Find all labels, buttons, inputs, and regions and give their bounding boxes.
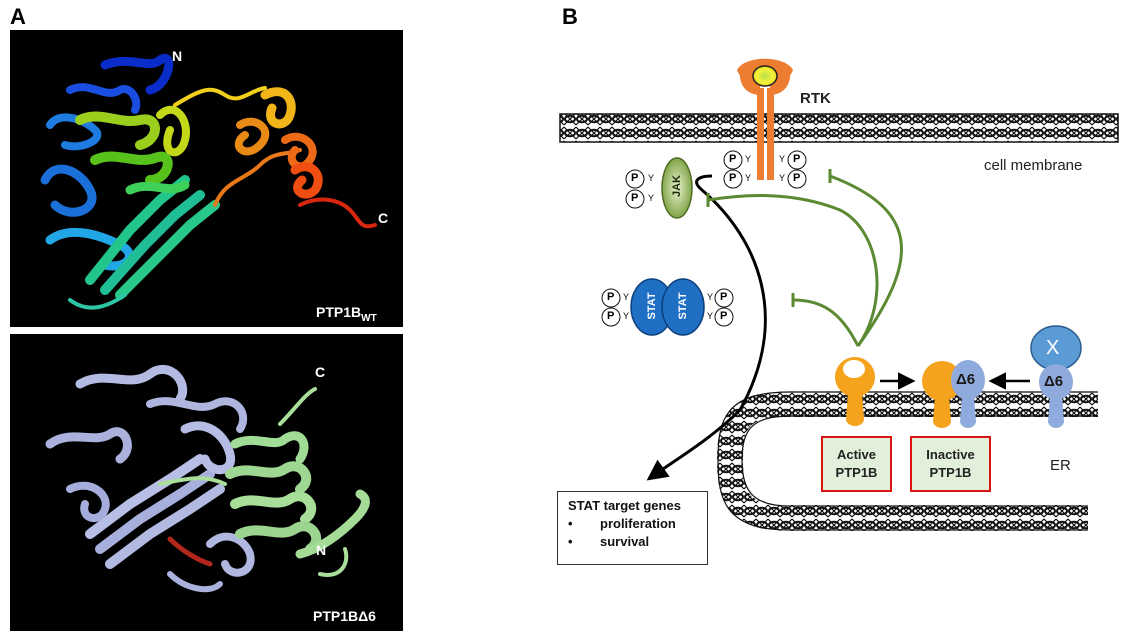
rtk-y2: Y (745, 173, 752, 183)
jak-label: JAK (671, 175, 683, 198)
wt-structure-label: PTP1BWT (316, 304, 377, 324)
wt-c-terminus-label: C (378, 210, 389, 226)
delta6-x-label: Δ6 (1044, 373, 1064, 390)
target-gene-proliferation: proliferation (600, 516, 676, 531)
rtk-p2: P (729, 172, 737, 184)
stat-target-genes-box: STAT target genes • proliferation • surv… (557, 491, 708, 565)
cell-membrane (559, 113, 1119, 143)
bullet-1: • (568, 516, 573, 531)
x-delta6-complex (1030, 325, 1082, 428)
inactive-line1: Inactive (926, 447, 975, 462)
rtk-p4: P (793, 172, 801, 184)
inactive-line2: PTP1B (929, 465, 972, 480)
stat-y4: Y (707, 311, 714, 321)
bullet-2: • (568, 534, 573, 549)
target-gene-item: • proliferation (568, 516, 697, 531)
jak-kinase (661, 157, 693, 219)
rtk-y3: Y (779, 154, 786, 164)
panel-a-letter: A (10, 4, 26, 29)
jak-p1: P (631, 172, 639, 184)
active-line2: PTP1B (835, 465, 878, 480)
delta6-inactive-label: Δ6 (956, 371, 976, 388)
wt-label-main: PTP1B (316, 304, 362, 320)
active-ptp1b-protein (835, 357, 875, 426)
jak-y1: Y (648, 173, 655, 183)
jak-y2: Y (648, 193, 655, 203)
cell-membrane-label: cell membrane (984, 157, 1083, 174)
d6-n-terminus-label: N (316, 542, 327, 558)
stat-p1: P (607, 291, 615, 303)
inactive-ptp1b-box: Inactive PTP1B (910, 436, 991, 492)
target-gene-survival: survival (600, 534, 650, 549)
d6-c-terminus-label: C (315, 364, 326, 380)
rtk-label: RTK (800, 90, 831, 107)
wt-ribbon-structure (40, 53, 377, 310)
er-membrane (716, 391, 1098, 531)
stat-left-label: STAT (646, 292, 658, 320)
wt-n-terminus-label: N (172, 48, 183, 64)
stat-p2: P (607, 310, 615, 322)
rtk-p3: P (793, 153, 801, 165)
rtk-ligand (752, 65, 778, 87)
inhibition-lines (706, 169, 903, 347)
jak-p2: P (631, 192, 639, 204)
wt-structure-panel: N C PTP1BWT (10, 30, 403, 327)
active-line1: Active (836, 447, 877, 462)
x-label: X (1046, 337, 1060, 359)
jak-phospho-sites (625, 169, 645, 209)
stat-p4: P (720, 310, 728, 322)
wt-label-sub: WT (361, 312, 377, 324)
target-gene-item: • survival (568, 534, 697, 549)
active-ptp1b-box: Active PTP1B (821, 436, 892, 492)
stat-right-label: STAT (677, 292, 689, 320)
inactive-ptp1b-protein (922, 360, 985, 428)
d6-structure-label: PTP1BΔ6 (313, 608, 376, 624)
er-label: ER (1050, 457, 1071, 474)
stat-right (661, 278, 705, 336)
stat-p3: P (720, 291, 728, 303)
d6-ribbon-structure (45, 364, 370, 593)
signaling-arrow (646, 174, 767, 481)
rtk-phospho-sites (723, 150, 807, 189)
d6-structure-panel: C N PTP1BΔ6 (10, 334, 403, 631)
rtk-p1: P (729, 153, 737, 165)
target-genes-title: STAT target genes (568, 498, 681, 513)
stat-phospho-sites (601, 288, 734, 327)
rtk-y4: Y (779, 173, 786, 183)
stat-y1: Y (623, 292, 630, 302)
stat-y2: Y (623, 311, 630, 321)
stat-y3: Y (707, 292, 714, 302)
panel-b-letter: B (562, 4, 578, 29)
rtk-y1: Y (745, 154, 752, 164)
